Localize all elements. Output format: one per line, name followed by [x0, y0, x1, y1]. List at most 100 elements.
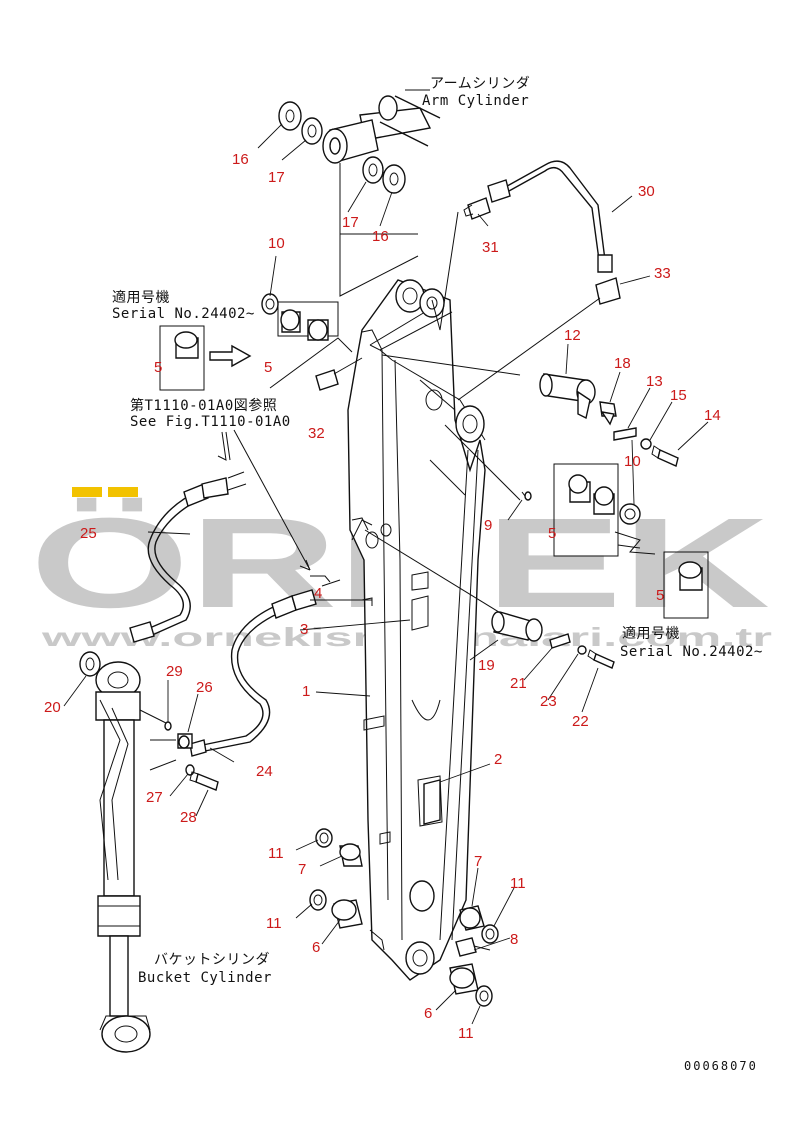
ring-11-left-top: [315, 828, 333, 848]
callout-3: 3: [300, 621, 308, 638]
bushing-5-right-single: [663, 551, 709, 619]
see-fig-label-en: See Fig.T1110-01A0: [130, 414, 291, 430]
washer-17-bottom: [362, 156, 384, 184]
arm-cylinder-label-en: Arm Cylinder: [422, 93, 529, 109]
callout-21: 21: [510, 675, 527, 692]
callout-26: 26: [196, 679, 213, 696]
text-labels: アームシリンダ Arm Cylinder 適用号機 Serial No.2440…: [112, 76, 763, 1073]
arm-body: [347, 279, 486, 981]
callout-10: 10: [624, 453, 641, 470]
bolt-14: [651, 445, 679, 467]
bushing-19: [491, 611, 543, 642]
drawing-code: 00068070: [684, 1059, 758, 1073]
callout-24: 24: [256, 763, 273, 780]
bushings-5-left-box: [261, 293, 353, 389]
callout-6: 6: [312, 939, 320, 956]
bolt-28: [189, 771, 219, 791]
washer-20: [79, 651, 101, 677]
callout-14: 14: [704, 407, 721, 424]
see-fig-label-jp: 第T1110-01A0図参照: [130, 397, 277, 414]
washer-16-top: [278, 101, 302, 131]
washer-27: [185, 764, 195, 776]
callout-16: 16: [372, 228, 389, 245]
bucket-cylinder-label-en: Bucket Cylinder: [138, 970, 272, 986]
callout-25: 25: [80, 525, 97, 542]
bushing-7-right: [459, 905, 485, 931]
callout-31: 31: [482, 239, 499, 256]
ring-11-right-bottom: [475, 985, 493, 1007]
arm-cylinder: [322, 89, 441, 297]
bucket-cylinder-label-jp: バケットシリンダ: [154, 952, 270, 968]
callout-12: 12: [564, 327, 581, 344]
pin-9: [521, 491, 532, 501]
callout-17: 17: [268, 169, 285, 186]
bolt-22: [587, 649, 615, 669]
callout-22: 22: [572, 713, 589, 730]
clamp-26: [149, 733, 193, 771]
callout-16: 16: [232, 151, 249, 168]
callout-11: 11: [266, 915, 282, 932]
callout-leaders: [63, 123, 709, 1025]
bracket-18: [599, 401, 617, 426]
ring-11-left-bottom: [309, 889, 327, 911]
callout-11: 11: [458, 1025, 474, 1042]
bushing-5-left-single: [159, 325, 252, 391]
callout-11: 11: [268, 845, 284, 862]
washer-17-top: [301, 117, 323, 145]
hose-24: [189, 589, 317, 757]
callout-5: 5: [154, 359, 162, 376]
callout-17: 17: [342, 214, 359, 231]
callout-2: 2: [494, 751, 502, 768]
callout-28: 28: [180, 809, 197, 826]
callout-19: 19: [478, 657, 495, 674]
watermark-dot-right: [108, 487, 138, 497]
callout-5: 5: [548, 525, 556, 542]
plate-21: [549, 633, 571, 649]
fitting-8: [455, 937, 491, 957]
callout-9: 9: [484, 517, 492, 534]
plate-3: [361, 597, 373, 606]
callout-32: 32: [308, 425, 325, 442]
serial-label-top-jp: 適用号機: [112, 289, 170, 306]
callout-5: 5: [656, 587, 664, 604]
callout-1: 1: [302, 683, 310, 700]
callout-27: 27: [146, 789, 163, 806]
pin-29: [139, 709, 172, 731]
hose-25: [129, 471, 247, 643]
serial-label-top: Serial No.24402~: [112, 306, 255, 322]
callout-33: 33: [654, 265, 671, 282]
serial-label-right: Serial No.24402~: [620, 644, 763, 660]
callout-30: 30: [638, 183, 655, 200]
plate-13: [613, 427, 637, 441]
bushing-6-left: [331, 899, 363, 929]
serial-label-right-jp: 適用号機: [622, 625, 680, 642]
callout-4: 4: [314, 585, 322, 602]
callout-numbers: 16 17 17 16 10 5 5 32 31 30 33 12 18 13 …: [44, 151, 721, 1042]
bushing-12: [539, 373, 596, 420]
callout-15: 15: [670, 387, 687, 404]
washer-15: [640, 438, 652, 450]
callout-29: 29: [166, 663, 183, 680]
fitting-31: [431, 197, 491, 331]
plate-4: [321, 579, 341, 587]
callout-6: 6: [424, 1005, 432, 1022]
callout-13: 13: [646, 373, 663, 390]
washer-16-bottom: [382, 164, 406, 194]
callout-7: 7: [474, 853, 482, 870]
see-fig-leaders: [217, 429, 331, 583]
block-2: [423, 779, 441, 825]
callout-5: 5: [264, 359, 272, 376]
bushing-6-right: [449, 963, 479, 995]
ring-11-right-top: [481, 924, 499, 944]
watermark-dot-left: [72, 487, 102, 497]
bucket-cylinder: [95, 661, 151, 1053]
hose-30: [487, 160, 613, 273]
callout-8: 8: [510, 931, 518, 948]
bushing-7-left: [339, 843, 363, 867]
pipe-lines: [364, 354, 521, 626]
callout-23: 23: [540, 693, 557, 710]
callout-20: 20: [44, 699, 61, 716]
callout-11: 11: [510, 875, 526, 892]
callout-10: 10: [268, 235, 285, 252]
